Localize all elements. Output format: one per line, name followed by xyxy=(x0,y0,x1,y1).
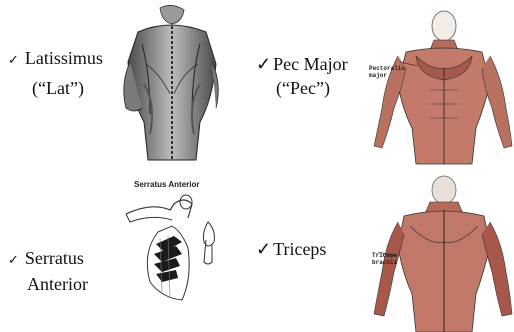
checkmark-icon: ✓ xyxy=(8,252,19,267)
serratus-label-line2: Anterior xyxy=(27,274,88,294)
pec-label-line2: (“Pec”) xyxy=(276,78,330,98)
triceps-label: ✓Triceps xyxy=(256,237,326,261)
lat-label-line1: Latissimus xyxy=(25,48,103,68)
pec-figure-label: Pectoralis major xyxy=(369,65,405,79)
checkmark-icon: ✓ xyxy=(256,239,271,259)
serratus-figure-title: Serratus Anterior xyxy=(134,180,200,189)
triceps-figure-label-1: Triceps xyxy=(372,252,397,259)
triceps-figure-label-2: brachii xyxy=(372,259,397,266)
pec-label-sub: (“Pec”) xyxy=(276,76,330,100)
back-muscles-figure xyxy=(120,4,222,164)
pec-label-line1: Pec Major xyxy=(273,54,347,74)
triceps-figure-label: Triceps brachii xyxy=(372,252,397,266)
pec-figure-label-2: major xyxy=(369,72,405,79)
front-muscles-figure xyxy=(372,8,512,166)
pec-label: ✓Pec Major xyxy=(256,52,348,76)
checkmark-icon: ✓ xyxy=(8,52,19,67)
pec-figure-label-1: Pectoralis xyxy=(369,65,405,72)
lat-label-line2: (“Lat”) xyxy=(32,78,84,98)
serratus-label-line1: Serratus xyxy=(25,248,84,268)
serratus-label-sub: Anterior xyxy=(27,272,88,296)
checkmark-icon: ✓ xyxy=(256,54,271,74)
side-ribcage-figure xyxy=(122,192,232,304)
lat-label-sub: (“Lat”) xyxy=(32,76,84,100)
triceps-label-line1: Triceps xyxy=(273,239,326,259)
serratus-label: ✓ Serratus xyxy=(8,246,84,272)
lat-label: ✓ Latissimus xyxy=(8,46,120,72)
